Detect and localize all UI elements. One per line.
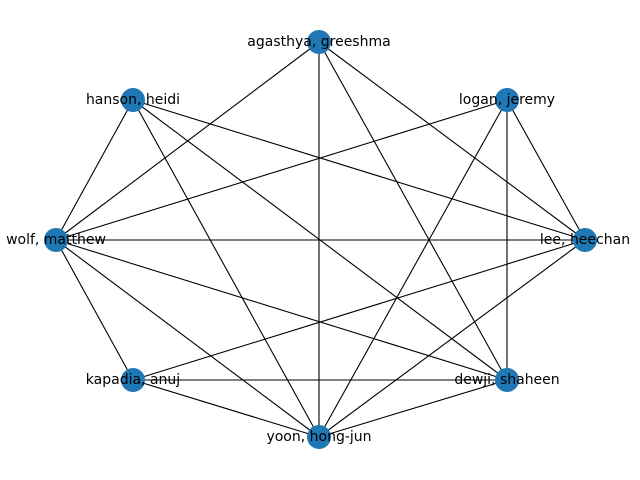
node-agasthya (307, 30, 331, 54)
node-layer (44, 30, 597, 449)
node-wolf (44, 228, 68, 252)
edge-layer (55, 41, 586, 438)
node-logan (495, 88, 519, 112)
node-label-logan: logan, jeremy (459, 92, 555, 108)
edge-wolf-kapadia (55, 239, 134, 381)
edge-wolf-yoon (55, 239, 320, 438)
edge-agasthya-dewji (318, 41, 508, 381)
node-label-lee: lee, heechan (540, 232, 630, 248)
edge-logan-lee (506, 99, 586, 241)
node-label-dewji: dewji, shaheen (454, 372, 559, 388)
edge-hanson-yoon (132, 99, 320, 438)
edge-lee-yoon (318, 239, 586, 438)
edge-logan-wolf (55, 99, 508, 241)
edge-hanson-lee (132, 99, 586, 241)
edge-hanson-wolf (55, 99, 134, 241)
edge-agasthya-lee (318, 41, 586, 241)
node-yoon (307, 425, 331, 449)
node-dewji (495, 368, 519, 392)
edge-dewji-yoon (318, 379, 508, 438)
label-layer: agasthya, greeshma logan, jeremy lee, heec… (6, 34, 630, 445)
node-kapadia (121, 368, 145, 392)
node-label-hanson: hanson, heidi (86, 92, 180, 108)
node-hanson (121, 88, 145, 112)
node-label-kapadia: kapadia, anuj (86, 372, 180, 388)
edge-kapadia-yoon (132, 379, 320, 438)
node-label-agasthya: agasthya, greeshma (247, 34, 390, 50)
edge-lee-kapadia (132, 239, 586, 381)
edge-wolf-dewji (55, 239, 508, 381)
node-label-yoon: yoon, hong-jun (266, 429, 371, 445)
node-label-wolf: wolf, matthew (6, 232, 106, 248)
edge-logan-yoon (318, 99, 508, 438)
node-lee (573, 228, 597, 252)
